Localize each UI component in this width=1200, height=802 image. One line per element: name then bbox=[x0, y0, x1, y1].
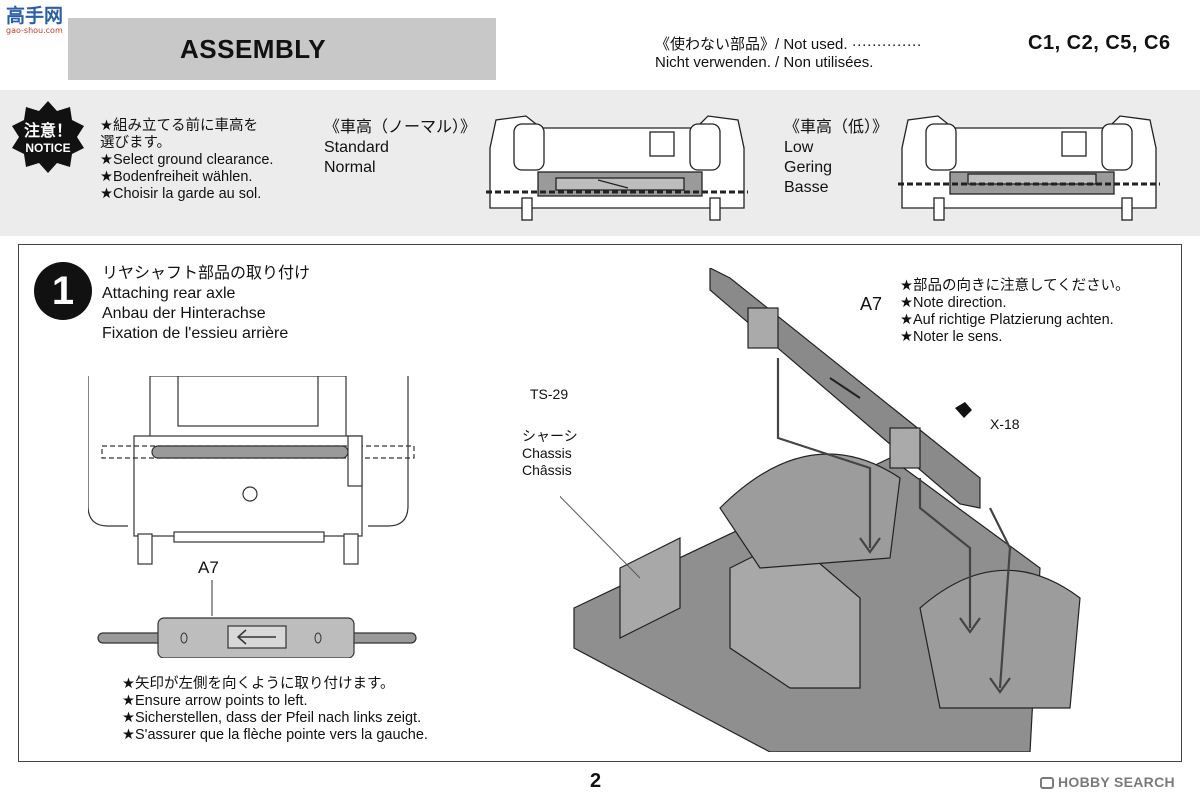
step-title-jp: リヤシャフト部品の取り付け bbox=[102, 265, 311, 282]
step-title: リヤシャフト部品の取り付け Attaching rear axle Anbau … bbox=[102, 264, 310, 344]
clearance-standard-de: Normal bbox=[324, 159, 376, 176]
logo-url: gao-shou.com bbox=[6, 26, 63, 35]
part-label-left: A7 bbox=[198, 558, 219, 577]
page-number: 2 bbox=[590, 770, 602, 792]
step-title-fr: Fixation de l'essieu arrière bbox=[102, 325, 289, 342]
hobby-search-watermark: HOBBY SEARCH bbox=[1040, 774, 1175, 790]
not-used-parts: C1, C2, C5, C6 bbox=[1028, 32, 1171, 54]
clearance-low-jp: 《車高（低）》 bbox=[784, 119, 889, 136]
page-title: ASSEMBLY bbox=[180, 34, 327, 64]
clearance-standard-label: 《車高（ノーマル）》 Standard Normal bbox=[324, 118, 476, 178]
watermark-text: HOBBY SEARCH bbox=[1058, 774, 1175, 790]
step-title-de: Anbau der Hinterachse bbox=[102, 305, 266, 322]
not-used-line1: 《使わない部品》/ Not used. ·············· bbox=[655, 36, 922, 53]
clearance-low-en: Low bbox=[784, 139, 814, 156]
chassis-isometric-illustration bbox=[560, 268, 1081, 752]
watermark-mark-icon bbox=[1040, 777, 1054, 789]
notice-line: ★組み立てる前に車高を bbox=[100, 118, 258, 134]
notice-line: ★Choisir la garde au sol. bbox=[100, 186, 262, 202]
note-line: ★部品の向きに注意してください。 bbox=[900, 278, 1130, 294]
part-label-right: A7 bbox=[860, 294, 883, 314]
arrow-direction-note: ★矢印が左側を向くように取り付けます。 ★Ensure arrow points… bbox=[122, 676, 428, 744]
note-line: ★Auf richtige Platzierung achten. bbox=[900, 312, 1114, 328]
note-line: ★Ensure arrow points to left. bbox=[122, 693, 308, 709]
part-a7-detail bbox=[97, 580, 417, 658]
screw-label-x18: X-18 bbox=[990, 416, 1020, 432]
note-direction-text: ★部品の向きに注意してください。 ★Note direction. ★Auf r… bbox=[900, 278, 1130, 346]
note-line: ★Noter le sens. bbox=[900, 329, 1003, 345]
clearance-low-de: Gering bbox=[784, 159, 833, 176]
notice-badge-jp: 注意！ bbox=[24, 121, 72, 140]
chassis-jp: シャーシ bbox=[522, 428, 578, 444]
notice-line: ★Bodenfreiheit wählen. bbox=[100, 169, 253, 185]
standard-clearance-illustration bbox=[486, 115, 748, 221]
not-used-note: 《使わない部品》/ Not used. ·············· Nicht… bbox=[655, 36, 922, 72]
clearance-standard-jp: 《車高（ノーマル）》 bbox=[324, 119, 477, 136]
note-line: ★矢印が左側を向くように取り付けます。 bbox=[122, 676, 395, 692]
clearance-low-fr: Basse bbox=[784, 179, 829, 196]
notice-line: 選びます。 bbox=[100, 135, 172, 151]
notice-badge-en: NOTICE bbox=[25, 141, 70, 155]
step-number-badge: 1 bbox=[34, 262, 92, 320]
chassis-fr: Châssis bbox=[522, 462, 572, 478]
notice-line: ★Select ground clearance. bbox=[100, 152, 274, 168]
logo-chars: 高手网 bbox=[6, 4, 63, 27]
chassis-en: Chassis bbox=[522, 445, 572, 461]
notice-text: ★組み立てる前に車高を 選びます。 ★Select ground clearan… bbox=[100, 118, 273, 203]
step-title-en: Attaching rear axle bbox=[102, 285, 236, 302]
site-logo: 高手网 gao-shou.com bbox=[6, 4, 63, 35]
screw-label-ts29: TS-29 bbox=[530, 386, 569, 402]
not-used-line2: Nicht verwenden. / Non utilisées. bbox=[655, 54, 874, 71]
clearance-standard-en: Standard bbox=[324, 139, 389, 156]
note-line: ★Sicherstellen, dass der Pfeil nach link… bbox=[122, 710, 422, 726]
low-clearance-illustration bbox=[898, 115, 1160, 221]
chassis-label: シャーシ Chassis Châssis bbox=[522, 428, 578, 479]
notice-badge-icon: 注意！ NOTICE bbox=[12, 101, 84, 173]
note-line: ★Note direction. bbox=[900, 295, 1007, 311]
rear-axle-top-view bbox=[88, 376, 415, 565]
step-1-frame bbox=[18, 244, 1182, 762]
clearance-low-label: 《車高（低）》 Low Gering Basse bbox=[784, 118, 888, 198]
assembly-header-box bbox=[68, 18, 496, 80]
note-line: ★S'assurer que la flèche pointe vers la … bbox=[122, 727, 428, 743]
